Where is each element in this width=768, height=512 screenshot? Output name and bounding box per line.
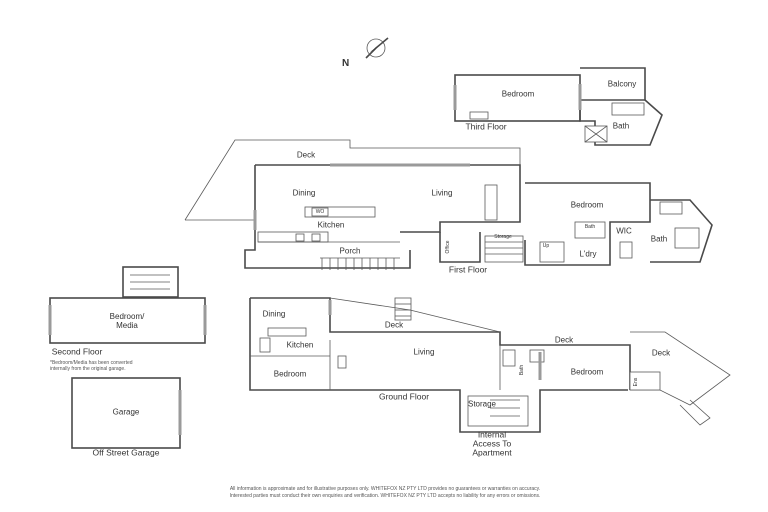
ground-floor-title: Ground Floor: [378, 391, 430, 402]
ground-floor-deck-center-label: Deck: [384, 320, 404, 330]
ground-floor-bath-label: Bath: [519, 364, 525, 376]
third-floor-balcony-label: Balcony: [607, 79, 637, 89]
ground-floor-deck-far-label: Deck: [651, 348, 671, 358]
first-floor-wo-label: WO: [315, 209, 325, 215]
north-label: N: [342, 58, 350, 69]
first-floor-storage-label: Storage: [494, 234, 512, 240]
third-floor-bath-label: Bath: [612, 121, 630, 131]
first-floor-living-label: Living: [431, 188, 453, 198]
internal-access-label: Internal Access To Apartment: [472, 429, 512, 458]
ground-floor-plan: [249, 297, 731, 433]
first-floor-bath-label: Bath: [650, 234, 668, 244]
ground-floor-deck-right-label: Deck: [554, 335, 574, 345]
first-floor-office-label: Office: [445, 240, 451, 254]
garage-label: Garage: [112, 407, 140, 417]
ground-floor-dining-label: Dining: [262, 309, 286, 319]
garage-plan: [71, 377, 182, 449]
disclaimer-text: All information is approximate and for i…: [229, 486, 541, 499]
first-floor-wic-label: WIC: [616, 226, 632, 236]
ground-floor-storage-label: Storage: [467, 399, 497, 409]
ground-floor-bedroom-right-label: Bedroom: [570, 367, 604, 377]
ground-floor-bedroom-left-label: Bedroom: [273, 369, 307, 379]
first-floor-porch-label: Porch: [339, 246, 361, 256]
ground-floor-kitchen-label: Kitchen: [286, 340, 314, 350]
ground-floor-ens-label: Ens: [633, 377, 639, 387]
first-floor-bath-small-label: Bath: [584, 224, 596, 230]
first-floor-plan: [184, 139, 713, 270]
second-floor-note: *Bedroom/Media has been converted intern…: [50, 360, 133, 372]
third-floor-plan: [453, 67, 663, 146]
first-floor-bedroom-label: Bedroom: [570, 200, 604, 210]
first-floor-dining-label: Dining: [292, 188, 316, 198]
second-floor-title: Second Floor: [51, 346, 103, 357]
first-floor-laundry-label: L'dry: [579, 249, 597, 259]
first-floor-title: First Floor: [448, 264, 488, 275]
first-floor-up-label: Up: [542, 243, 550, 249]
garage-title: Off Street Garage: [92, 447, 160, 458]
third-floor-bedroom-label: Bedroom: [501, 89, 535, 99]
second-floor-plan: [48, 266, 207, 344]
first-floor-kitchen-label: Kitchen: [317, 220, 345, 230]
ground-floor-living-label: Living: [413, 347, 435, 357]
second-floor-bedroom-media-label: Bedroom/ Media: [109, 312, 145, 330]
first-floor-deck-label: Deck: [296, 150, 316, 160]
compass-icon: [365, 37, 389, 59]
third-floor-title: Third Floor: [465, 121, 507, 132]
